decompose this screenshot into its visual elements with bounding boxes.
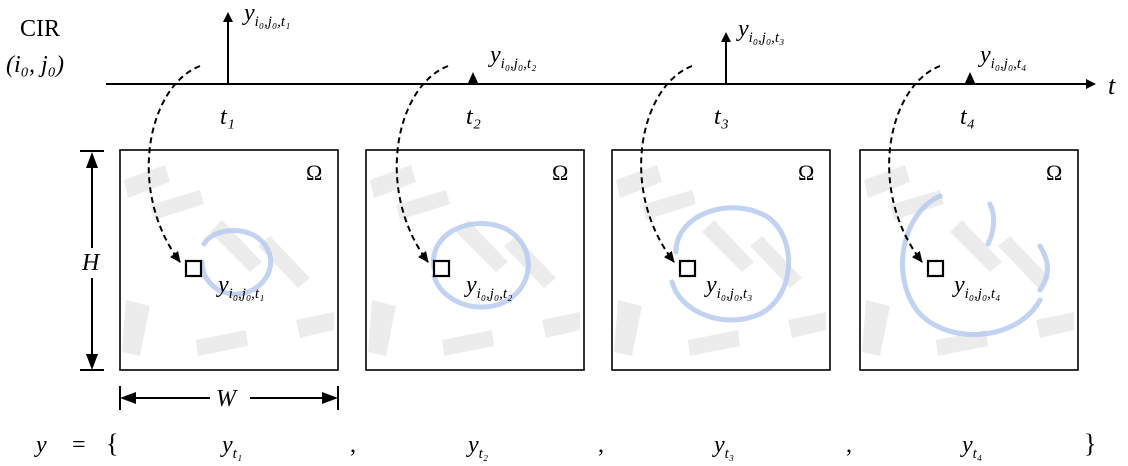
height-label: H xyxy=(81,250,101,276)
width-arrow-left xyxy=(120,392,136,404)
tick-label: t₂ xyxy=(466,104,481,130)
swirl-pattern xyxy=(1037,243,1050,293)
sequence-item: yt₂ xyxy=(466,432,488,462)
pixel-cell xyxy=(184,259,203,278)
time-point-sample-label: yi₀,j₀,t₂ xyxy=(488,42,536,72)
height-label-background xyxy=(76,248,106,278)
sequence-lhs: y xyxy=(34,432,47,458)
height-arrow-top xyxy=(86,152,98,168)
pixel-cell xyxy=(678,259,697,278)
time-point-1: yi₀,j₀,t₁ t₁ xyxy=(220,0,290,130)
time-point-3: yi₀,j₀,t₃ t₃ xyxy=(714,16,784,130)
cir-index: (i₀, j₀) xyxy=(6,52,64,78)
sequence-separator: , xyxy=(598,432,604,458)
width-label: W xyxy=(216,386,238,412)
frame-3: Ω yi₀,j₀,t₃ xyxy=(611,149,831,371)
tick-label: t₄ xyxy=(960,104,975,130)
time-axis-label: t xyxy=(1108,71,1116,100)
swirl-pattern xyxy=(669,205,791,323)
pixel-value-label: yi₀,j₀,t₄ xyxy=(952,272,1000,302)
pixel-cell xyxy=(432,259,451,278)
omega-label: Ω xyxy=(1046,160,1062,185)
dashed-arrow-1 xyxy=(147,65,201,263)
sequence-equals: = xyxy=(72,432,86,458)
swirl-pattern xyxy=(199,228,274,297)
sequence-close-brace: } xyxy=(1084,429,1096,458)
pixel-value-label: yi₀,j₀,t₂ xyxy=(464,272,512,302)
pixel-value-label: yi₀,j₀,t₃ xyxy=(704,272,752,302)
swirl-pattern xyxy=(985,201,997,247)
sequence-item: yt₁ xyxy=(220,432,242,462)
sequence-separator: , xyxy=(350,432,356,458)
frame-1: Ω yi₀,j₀,t₁ xyxy=(119,149,339,371)
time-point-4: yi₀,j₀,t₄ t₄ xyxy=(960,42,1026,130)
tick-label: t₃ xyxy=(714,104,729,130)
time-point-sample-label: yi₀,j₀,t₁ xyxy=(242,0,290,30)
dashed-arrow-2 xyxy=(395,65,449,263)
frame-4: Ω yi₀,j₀,t₄ xyxy=(859,149,1079,371)
pixel-cell xyxy=(926,259,945,278)
time-point-sample-label: yi₀,j₀,t₄ xyxy=(978,42,1026,72)
swirl-pattern xyxy=(900,193,1043,337)
omega-label: Ω xyxy=(306,160,322,185)
dashed-arrow-4 xyxy=(888,65,941,263)
height-arrow-bottom xyxy=(86,354,98,370)
sequence-separator: , xyxy=(846,432,852,458)
tick-label: t₁ xyxy=(220,104,235,130)
triangle-marker xyxy=(468,72,478,83)
cir-label: CIR xyxy=(20,16,60,42)
sequence-item: yt₃ xyxy=(712,432,734,462)
width-label-background xyxy=(210,384,250,412)
dashed-arrow-3 xyxy=(640,65,693,263)
sequence-open-brace: { xyxy=(106,429,118,458)
sequence-item: yt₄ xyxy=(960,432,982,462)
frame-2: Ω yi₀,j₀,t₂ xyxy=(365,149,585,371)
omega-label: Ω xyxy=(798,160,814,185)
swirl-pattern xyxy=(431,221,531,310)
sequence-equation: y = { yt₁ , yt₂ , yt₃ , yt₄ } xyxy=(34,429,1096,462)
time-point-2: yi₀,j₀,t₂ t₂ xyxy=(466,42,536,130)
omega-label: Ω xyxy=(552,160,568,185)
width-arrow-right xyxy=(322,392,338,404)
time-point-sample-label: yi₀,j₀,t₃ xyxy=(736,16,784,46)
triangle-marker xyxy=(965,72,975,83)
pixel-value-label: yi₀,j₀,t₁ xyxy=(216,272,264,302)
